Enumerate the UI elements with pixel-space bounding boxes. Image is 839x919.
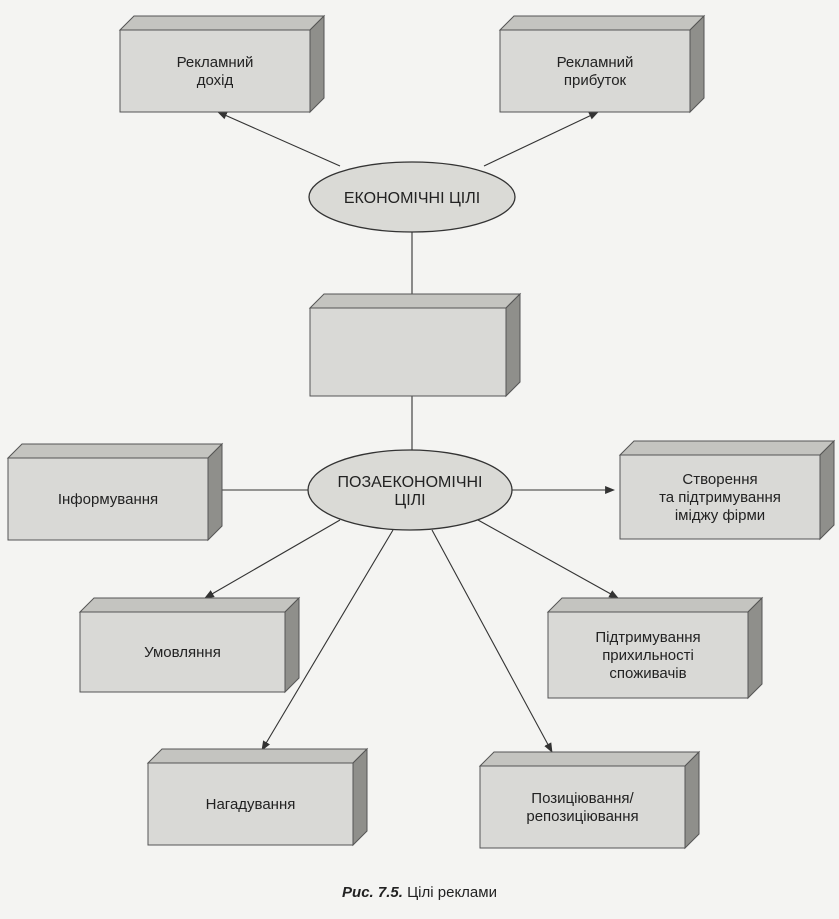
box-reminding-top-face xyxy=(146,748,369,764)
arrow-to-customer-loyalty xyxy=(477,519,619,599)
box-reminding-side-face xyxy=(352,747,368,847)
box-positioning-side-face xyxy=(684,750,700,850)
box-advertising-income-front-face xyxy=(119,29,311,113)
box-advertising-income-side-face xyxy=(309,14,325,114)
ellipse-non-economic-goals-shape xyxy=(307,449,513,531)
box-positioning-label: репозиціювання xyxy=(526,808,638,825)
arrow-to-advertising-profit xyxy=(483,111,599,167)
box-advertising-profit-label: прибуток xyxy=(564,72,627,89)
box-reminding-front-face xyxy=(147,762,354,846)
box-persuading-top-face xyxy=(78,597,301,613)
box-image-building-label: іміджу фірми xyxy=(675,507,765,524)
box-image-building-front-face xyxy=(619,454,821,540)
ellipse-economic-goals-shape xyxy=(308,161,516,233)
box-customer-loyalty-label: споживачів xyxy=(609,665,686,682)
box-informing-top-face xyxy=(6,443,224,459)
box-advertising-income-label: дохід xyxy=(197,72,234,89)
box-advertising-profit-front-face xyxy=(499,29,691,113)
box-advertising-profit-top-face xyxy=(498,15,706,31)
box-informing-front-face xyxy=(7,457,209,541)
boxes-layer: РекламнийдохідРекламнийприбутокІнформува… xyxy=(6,14,836,850)
box-persuading-front-face xyxy=(79,611,286,693)
ellipse-non-economic-goals-label: ПОЗАЕКОНОМІЧНІ xyxy=(338,474,483,491)
arrow-to-persuading xyxy=(204,519,341,599)
figure-caption-text: Цілі реклами xyxy=(402,884,497,901)
box-customer-loyalty-front-face xyxy=(547,611,749,699)
box-image-building-top-face xyxy=(618,440,836,456)
box-persuading-label: Умовляння xyxy=(144,644,221,661)
box-customer-loyalty-side-face xyxy=(747,596,763,700)
box-persuading: Умовляння xyxy=(78,596,301,694)
box-advertising-income-top-face xyxy=(118,15,326,31)
arrow-to-advertising-income xyxy=(217,111,341,167)
connectors-layer xyxy=(204,111,619,753)
box-reminding-label: Нагадування xyxy=(206,796,296,813)
box-image-building-label: Створення xyxy=(682,471,757,488)
box-informing: Інформування xyxy=(6,442,224,542)
box-middle-front-face xyxy=(309,307,507,397)
box-image-building-label: та підтримування xyxy=(659,489,781,506)
box-reminding: Нагадування xyxy=(146,747,369,847)
box-positioning-front-face xyxy=(479,765,686,849)
box-middle-top-face xyxy=(308,293,522,309)
box-image-building-side-face xyxy=(819,439,835,541)
ellipse-economic-goals: ЕКОНОМІЧНІ ЦІЛІ xyxy=(308,161,516,233)
box-advertising-profit-side-face xyxy=(689,14,705,114)
ellipse-non-economic-goals-label: ЦІЛІ xyxy=(394,492,425,509)
arrow-to-positioning xyxy=(431,529,553,753)
box-middle xyxy=(308,292,522,398)
box-customer-loyalty-label: прихильності xyxy=(602,647,694,664)
ellipse-economic-goals-label: ЕКОНОМІЧНІ ЦІЛІ xyxy=(344,190,480,207)
box-advertising-profit-label: Рекламний xyxy=(557,54,634,71)
box-customer-loyalty-top-face xyxy=(546,597,764,613)
box-advertising-income-label: Рекламний xyxy=(177,54,254,71)
arrow-to-reminding xyxy=(261,529,394,751)
box-middle-side-face xyxy=(505,292,521,398)
figure-caption: Рис. 7.5. Цілі реклами xyxy=(0,884,839,901)
box-positioning-label: Позиціювання/ xyxy=(531,790,634,807)
figure-caption-label: Рис. 7.5. xyxy=(342,884,403,901)
box-positioning-top-face xyxy=(478,751,701,767)
box-positioning: Позиціювання/репозиціювання xyxy=(478,750,701,850)
box-informing-label: Інформування xyxy=(58,491,158,508)
box-customer-loyalty-label: Підтримування xyxy=(595,629,700,646)
box-informing-side-face xyxy=(207,442,223,542)
box-persuading-side-face xyxy=(284,596,300,694)
